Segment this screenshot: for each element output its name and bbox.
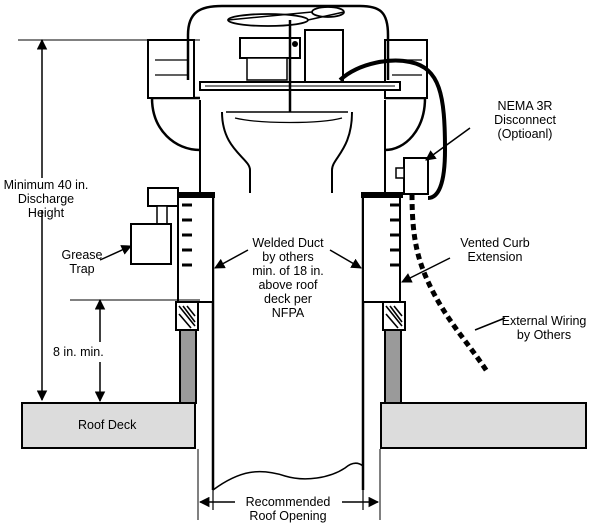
vented-curb-label: Vented Curb Extension bbox=[460, 236, 530, 264]
grease-trap bbox=[130, 187, 190, 265]
grease-trap-label: Grease Trap bbox=[61, 248, 103, 276]
eight-inch-dimension bbox=[70, 298, 200, 403]
discharge-height-label: Minimum 40 in. Discharge Height bbox=[3, 178, 89, 220]
conduit-wiring bbox=[338, 58, 448, 200]
welded-duct-label: Welded Duct by others min. of 18 in. abo… bbox=[252, 236, 324, 320]
external-wiring-label: External Wiring by Others bbox=[501, 314, 587, 342]
external-wiring bbox=[409, 193, 491, 375]
roof-opening-dimension bbox=[197, 449, 381, 520]
roof-deck-left bbox=[21, 402, 196, 449]
curb-left bbox=[175, 301, 199, 404]
motor-assembly bbox=[227, 6, 345, 112]
roof-deck-right bbox=[380, 402, 587, 449]
fan-base bbox=[199, 100, 386, 193]
eight-inch-min-label: 8 in. min. bbox=[53, 345, 104, 359]
leader-external-wiring bbox=[474, 317, 506, 331]
curb-right bbox=[382, 301, 406, 404]
roof-opening-label: Recommended Roof Opening bbox=[245, 495, 331, 523]
leader-duct-right bbox=[329, 249, 362, 269]
roof-deck-label: Roof Deck bbox=[78, 418, 137, 432]
fan-hood bbox=[147, 4, 428, 152]
discharge-height-dimension bbox=[18, 38, 200, 402]
leader-duct-left bbox=[214, 249, 249, 269]
leader-nema bbox=[425, 127, 471, 161]
nema-disconnect bbox=[395, 157, 429, 195]
leader-vented-curb bbox=[401, 257, 451, 283]
vented-curb-extension bbox=[175, 192, 403, 303]
leader-grease-trap bbox=[99, 245, 132, 261]
nema-disconnect-label: NEMA 3R Disconnect (Optioanl) bbox=[494, 99, 556, 141]
